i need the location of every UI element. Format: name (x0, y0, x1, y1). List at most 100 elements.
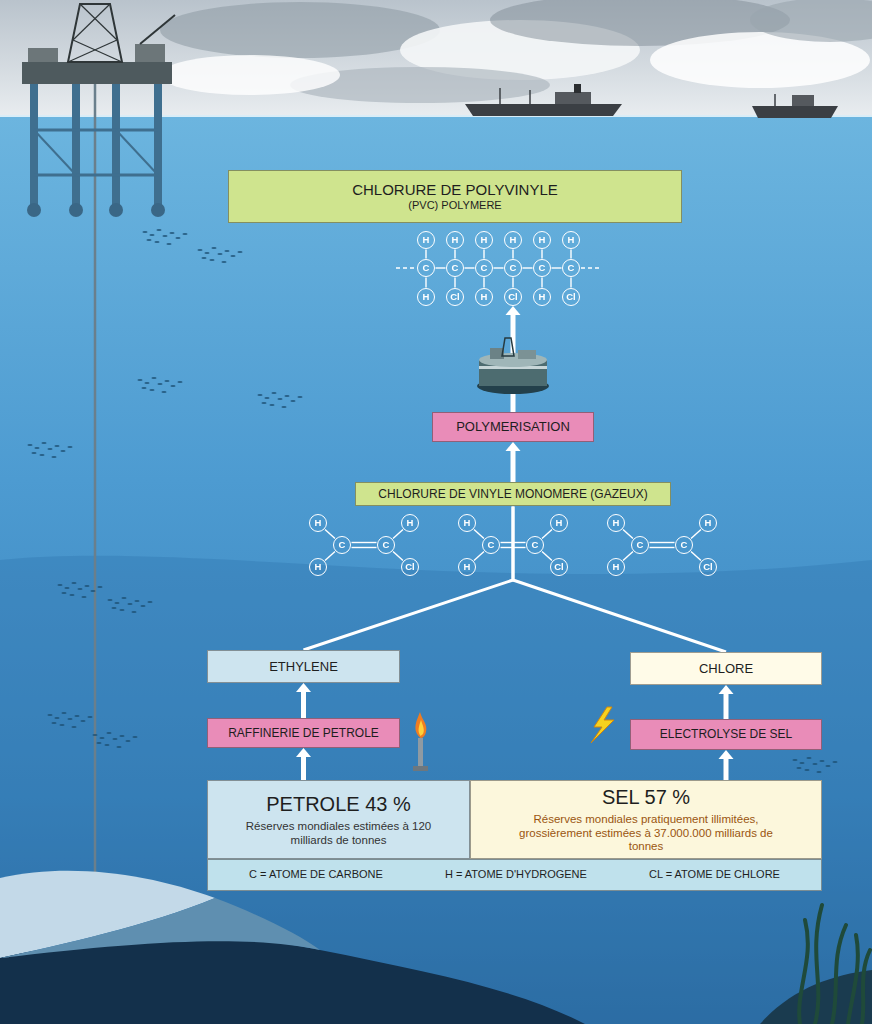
bond-line (325, 551, 335, 560)
atom-symbol: H (539, 234, 546, 245)
atom-circle: H (533, 288, 551, 306)
connector-line (352, 547, 377, 548)
process-box: RAFFINERIE DE PETROLE (207, 718, 400, 748)
connector-line (623, 529, 633, 538)
atom-circle: C (526, 536, 544, 554)
bond-line (691, 551, 701, 560)
connector-line (724, 693, 729, 719)
bond-line (571, 250, 572, 259)
atom-symbol: C (452, 262, 459, 273)
connector-line (301, 691, 306, 718)
seabed (0, 871, 872, 1024)
atom-symbol: C (539, 262, 546, 273)
connector-line (425, 278, 426, 288)
atom-circle: C (333, 536, 351, 554)
connector-line (393, 551, 403, 560)
connector-line (454, 250, 455, 259)
box-label: SEL 57 % (602, 785, 690, 809)
flow-arrow (506, 442, 521, 482)
box-label: CHLORURE DE VINYLE MONOMERE (GAZEUX) (378, 487, 647, 501)
atom-symbol: H (423, 234, 430, 245)
bond-line (542, 250, 543, 259)
atom-symbol: Cl (554, 561, 564, 572)
connector-line (691, 551, 701, 560)
atom-symbol: Cl (450, 291, 460, 302)
atom-symbol: Cl (405, 561, 415, 572)
box-label: CHLORE (699, 661, 753, 677)
atom-circle: H (533, 231, 551, 249)
atom-circle: Cl (401, 558, 419, 576)
bond-line (484, 278, 485, 288)
atom-circle: H (504, 231, 522, 249)
connector-line (541, 250, 542, 259)
bond-line (455, 250, 456, 259)
connector-line (325, 529, 335, 538)
atom-symbol: C (339, 539, 346, 550)
atom-circle: C (446, 259, 464, 277)
process-box: SEL 57 %Réserves mondiales pratiquement … (470, 780, 822, 859)
atom-symbol: H (315, 561, 322, 572)
sky (0, 0, 872, 118)
box-label: CL = ATOME DE CHLORE (649, 868, 780, 881)
bond-line (474, 529, 484, 538)
ships (465, 84, 838, 118)
process-box: CHLORURE DE VINYLE MONOMERE (GAZEUX) (355, 482, 671, 506)
atom-circle: H (458, 558, 476, 576)
atom-circle: Cl (446, 288, 464, 306)
bond-line (552, 268, 562, 269)
flow-arrow (304, 506, 514, 650)
connector-line (454, 278, 455, 288)
seaweed (799, 905, 870, 1024)
bond-line (542, 278, 543, 288)
atom-symbol: H (705, 517, 712, 528)
process-box: CHLORURE DE POLYVINYLE(PVC) POLYMERE (228, 170, 682, 223)
connector-line (304, 506, 514, 650)
connector-line (542, 551, 552, 560)
atom-circle: H (607, 558, 625, 576)
connector-line (393, 529, 403, 538)
atom-symbol: C (488, 539, 495, 550)
key-band: C = ATOME DE CARBONEH = ATOME D'HYDROGEN… (207, 859, 822, 891)
atom-symbol: H (481, 291, 488, 302)
atom-symbol: H (556, 517, 563, 528)
atom-circle: H (475, 288, 493, 306)
atom-circle: H (446, 231, 464, 249)
atom-circle: H (458, 514, 476, 532)
bond-line (513, 250, 514, 259)
atom-symbol: C (532, 539, 539, 550)
atom-circle: C (504, 259, 522, 277)
connector-line (465, 267, 475, 268)
connector-line (425, 250, 426, 259)
atom-symbol: C (510, 262, 517, 273)
atom-circle: Cl (550, 558, 568, 576)
connector-line (513, 506, 726, 652)
atom-symbol: H (464, 561, 471, 572)
atom-circle: H (417, 231, 435, 249)
atom-circle: H (309, 558, 327, 576)
box-label: CHLORURE DE POLYVINYLE (352, 181, 558, 199)
bond-line (474, 551, 484, 560)
bond-line (325, 529, 335, 538)
connector-line (691, 529, 701, 538)
atom-circle: H (309, 514, 327, 532)
bond-line (352, 543, 377, 548)
fish-schools (27, 229, 837, 773)
process-box: CHLORE (630, 652, 822, 685)
connector-line (552, 267, 562, 268)
atom-symbol: H (452, 234, 459, 245)
box-label: H = ATOME D'HYDROGENE (445, 868, 587, 881)
connector-line (570, 278, 571, 288)
connector-line (724, 758, 729, 780)
floating-plant (477, 338, 549, 394)
bond-line (513, 278, 514, 288)
process-box: ELECTROLYSE DE SEL (630, 719, 822, 750)
box-label: RAFFINERIE DE PETROLE (228, 726, 379, 740)
arrow-head (719, 750, 734, 759)
atom-symbol: H (510, 234, 517, 245)
atom-symbol: H (315, 517, 322, 528)
box-label: (PVC) POLYMERE (408, 199, 501, 212)
atom-circle: Cl (562, 288, 580, 306)
flow-arrow (719, 750, 734, 780)
atom-circle: Cl (699, 558, 717, 576)
connector-line (494, 267, 504, 268)
